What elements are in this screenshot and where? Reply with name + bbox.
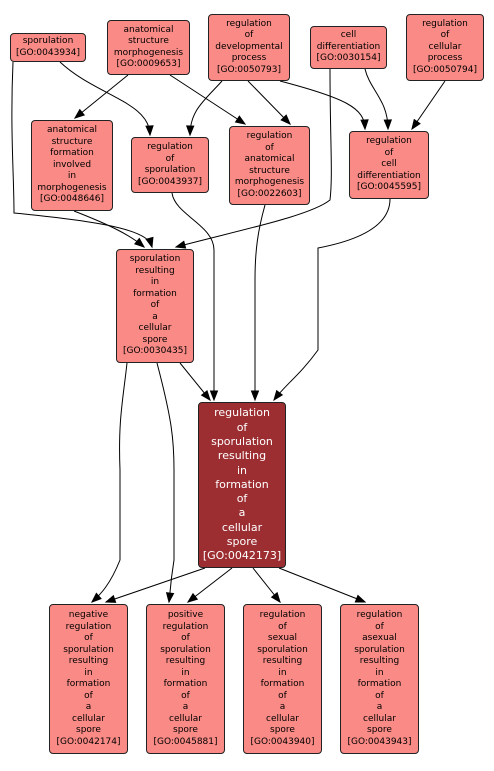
node-sex-label: regulation of sexual sporulation resulti… [250, 610, 315, 747]
edge-focus-to-asex-arrowhead [354, 594, 367, 603]
edge-focus-to-pos-arrowhead [186, 592, 199, 603]
edge-rdp-to-rasm [247, 80, 291, 125]
node-srfcs-label: sporulation resulting in formation of a … [122, 254, 188, 357]
node-regulation-of-developmental-process[interactable]: regulation of developmental process [GO:… [208, 14, 290, 81]
edge-rasm-to-focus-arrowhead [250, 390, 260, 402]
edge-focus-to-asex [278, 567, 366, 603]
edge-focus-to-sex-arrowhead [270, 591, 281, 604]
edge-sporulation-to-srfcs-arrowhead [145, 236, 154, 249]
edge-srfcs-to-focus-arrowhead [200, 389, 211, 402]
node-anatomical-structure-formation-involved-in-morphogenesis[interactable]: anatomical structure formation involved … [31, 120, 113, 211]
node-regulation-of-sporulation-resulting-in-formation-of-a-cellular-spore[interactable]: regulation of sporulation resulting in f… [198, 402, 286, 568]
node-asm-label: anatomical structure morphogenesis [GO:0… [113, 24, 184, 70]
edge-celldiff-to-srfcs [175, 68, 332, 248]
edge-celldiff-to-srfcs-arrowhead [174, 240, 187, 249]
edge-rcd-to-focus-arrowhead [273, 389, 284, 402]
edge-asm-to-rasm-arrowhead [234, 115, 247, 125]
edge-rdp-to-rcd [279, 80, 366, 130]
edge-asm-to-rasm [169, 74, 246, 125]
node-sporulation[interactable]: sporulation [GO:0043934] [10, 33, 86, 62]
edge-sporulation-to-rspor [59, 61, 151, 136]
node-neg-label: negative regulation of sporulation resul… [56, 610, 121, 747]
edge-rspor-to-focus-arrowhead [209, 390, 219, 402]
edge-srfcs-to-pos [156, 362, 175, 603]
edge-rcd-to-focus [273, 198, 391, 401]
edge-celldiff-to-rcd-arrowhead [383, 119, 393, 131]
node-sporulation-resulting-in-formation-of-a-cellular-spore[interactable]: sporulation resulting in formation of a … [116, 249, 194, 363]
node-rasm-label: regulation of anatomical structure morph… [234, 131, 305, 199]
node-regulation-of-cell-differentiation[interactable]: regulation of cell differentiation [GO:0… [349, 131, 429, 199]
node-cell-differentiation[interactable]: cell differentiation [GO:0030154] [310, 26, 387, 69]
node-negative-regulation-of-sporulation[interactable]: negative regulation of sporulation resul… [49, 604, 128, 754]
node-sporulation-label: sporulation [GO:0043934] [15, 36, 81, 58]
edge-rdp-to-rspor-arrowhead [186, 125, 195, 137]
edge-srfcs-to-neg [91, 362, 128, 603]
node-rcp-label: regulation of cellular process [GO:00507… [412, 18, 478, 75]
node-rspor-label: regulation of sporulation [GO:0043937] [137, 142, 203, 187]
edge-asfim-to-srfcs [73, 210, 145, 248]
node-positive-regulation-of-sporulation[interactable]: positive regulation of sporulation resul… [146, 604, 225, 754]
node-celldiff-label: cell differentiation [GO:0030154] [316, 30, 381, 64]
node-regulation-of-sporulation[interactable]: regulation of sporulation [GO:0043937] [131, 137, 209, 193]
edge-rdp-to-rspor [189, 80, 223, 136]
edge-sporulation-to-srfcs [11, 61, 153, 248]
edge-srfcs-to-pos-arrowhead [165, 592, 175, 604]
edge-focus-to-neg [105, 567, 206, 603]
node-rcd-label: regulation of cell differentiation [GO:0… [356, 136, 422, 193]
edge-asfim-to-srfcs-arrowhead [133, 237, 146, 248]
edge-rasm-to-focus [254, 204, 266, 400]
node-asex-label: regulation of asexual sporulation result… [347, 610, 412, 747]
edge-rdp-to-rasm-arrowhead [280, 114, 291, 125]
node-rdp-label: regulation of developmental process [GO:… [215, 18, 283, 75]
node-pos-label: positive regulation of sporulation resul… [153, 610, 218, 747]
node-regulation-of-sexual-sporulation[interactable]: regulation of sexual sporulation resulti… [243, 604, 322, 754]
edge-rcp-to-rcd [411, 80, 446, 130]
edge-rcp-to-rcd-arrowhead [411, 118, 421, 131]
node-anatomical-structure-morphogenesis[interactable]: anatomical structure morphogenesis [GO:0… [107, 20, 190, 75]
node-asfim-label: anatomical structure formation involved … [37, 125, 107, 205]
node-regulation-of-anatomical-structure-morphogenesis[interactable]: regulation of anatomical structure morph… [229, 126, 310, 205]
edge-rdp-to-rcd-arrowhead [360, 119, 369, 131]
edge-asm-to-asfim [74, 74, 129, 119]
node-regulation-of-asexual-sporulation[interactable]: regulation of asexual sporulation result… [340, 604, 419, 754]
edge-focus-to-neg-arrowhead [104, 594, 117, 603]
edge-srfcs-to-neg-arrowhead [90, 592, 102, 603]
edge-rspor-to-focus [171, 192, 215, 400]
node-focus-label: regulation of sporulation resulting in f… [202, 406, 282, 563]
node-regulation-of-cellular-process[interactable]: regulation of cellular process [GO:00507… [406, 14, 484, 81]
edge-sporulation-to-rspor-arrowhead [145, 125, 154, 137]
edge-asm-to-asfim-arrowhead [73, 108, 86, 119]
